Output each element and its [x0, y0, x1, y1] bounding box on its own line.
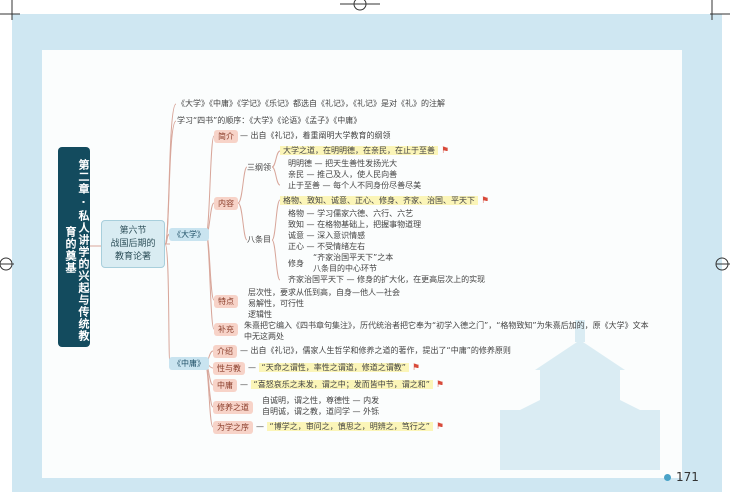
batiaomu-head: 格物、致知、诚意、正心、修身、齐家、治国、平天下⚑ — [280, 195, 489, 207]
feature-3: 逻辑性 — [248, 310, 272, 319]
daxue-content-label: 内容 — [214, 197, 238, 210]
batiaomu-item-1: 格物 — 学习儒家六德、六行、六艺 — [288, 209, 414, 218]
sangang-label: 三纲领 — [247, 163, 271, 172]
feature-1: 层次性，要求从低到高，自身—他人—社会 — [248, 288, 400, 297]
xiushen-item-1: “齐家治国平天下”之本 — [313, 253, 394, 262]
flag-icon: ⚑ — [441, 146, 450, 156]
section-title-line1: 战国后期的 — [110, 239, 156, 249]
xuewen-text: — “博学之，审问之，慎思之，明辨之，笃行之”⚑ — [256, 422, 444, 432]
zy-text: — “喜怒哀乐之未发，谓之中；发而皆中节，谓之和”⚑ — [240, 380, 444, 390]
zhongyong-intro-label: 介绍 — [213, 345, 237, 358]
xiushen-item-2: 八条目的中心环节 — [313, 264, 377, 273]
page-dot-icon — [664, 473, 671, 481]
flag-icon: ⚑ — [435, 380, 444, 390]
xuewen-value: “博学之，审问之，慎思之，明辨之，笃行之” — [266, 422, 433, 431]
daxue-intro-label: 简介 — [214, 130, 238, 143]
sangang-item-1: 明明德 — 把天生善性发扬光大 — [288, 159, 398, 168]
daxue-features-label: 特点 — [214, 295, 238, 308]
section-title-line2: 教育论著 — [114, 252, 151, 262]
flag-icon: ⚑ — [435, 422, 444, 432]
batiaomu-item-4: 正心 — 不受情绪左右 — [288, 242, 366, 251]
zy-value: “喜怒哀乐之未发，谓之中；发而皆中节，谓之和” — [250, 380, 433, 389]
page-number: 171 — [664, 470, 699, 484]
xingjiao-value: “天命之谓性，率性之谓道，修道之谓教” — [258, 363, 409, 372]
chapter-title-bar: 第二章 · 私人讲学的兴起与传统教育的奠基 — [58, 147, 90, 347]
xuewen-label: 为学之序 — [213, 421, 253, 434]
sangang-head: 大学之道，在明明德，在亲民，在止于至善⚑ — [280, 145, 449, 157]
batiaomu-item-3: 诚意 — 深入意识情感 — [288, 231, 366, 240]
daxue-intro-text: — 出自《礼记》，着重阐明大学教育的纲领 — [240, 131, 391, 140]
batiaomu-item-2: 致知 — 在格物基础上，把握事物道理 — [288, 220, 422, 229]
page-number-text: 171 — [676, 470, 699, 484]
xiuyang-item-2: 自明诚，谓之教，道问学 — 外铄 — [262, 407, 380, 416]
flag-icon: ⚑ — [481, 196, 490, 206]
sangang-item-3: 止于至善 — 每个人不同身份尽善尽美 — [288, 181, 422, 190]
zhongyong-intro-value: 出自《礼记》，儒家人生哲学和修养之道的著作，提出了“中庸”的修养原则 — [250, 346, 511, 355]
batiaomu-tail: 齐家治国平天下 — 修身的扩大化，在更高层次上的实现 — [288, 275, 486, 284]
feature-2: 易解性，可行性 — [248, 299, 304, 308]
daxue-intro-value: 出自《礼记》，着重阐明大学教育的纲领 — [250, 131, 391, 140]
supplement-line-1: 朱熹把它编入《四书章句集注》，历代统治者把它奉为“初学入德之门”，“格物致知”为… — [244, 321, 649, 330]
xingjiao-label: 性与教 — [213, 362, 245, 375]
flag-icon: ⚑ — [411, 363, 420, 373]
section-number: 第六节 — [119, 226, 147, 236]
zhongyong-intro-text: — 出自《礼记》，儒家人生哲学和修养之道的著作，提出了“中庸”的修养原则 — [240, 346, 511, 355]
sangang-head-text: 大学之道，在明明德，在亲民，在止于至善 — [280, 146, 438, 155]
zy-label: 中庸 — [213, 379, 237, 392]
top-note-1: 《大学》《中庸》《学记》《乐记》都选自《礼记》，《礼记》是对《礼》的注解 — [177, 99, 445, 108]
supplement-line-2: 中无这两处 — [244, 332, 284, 341]
xingjiao-text: — “天命之谓性，率性之谓道，修道之谓教”⚑ — [248, 363, 420, 373]
xiushen-label: 修身 — [288, 259, 304, 268]
zhongyong-node: 《中庸》 — [169, 357, 209, 370]
daxue-supplement-label: 补充 — [214, 323, 238, 336]
sangang-item-2: 亲民 — 推己及人，使人民向善 — [288, 170, 398, 179]
batiaomu-label: 八条目 — [247, 235, 271, 244]
top-note-2: 学习“四书”的顺序：《大学》《论语》《孟子》《中庸》 — [177, 116, 362, 125]
section-box: 第六节 战国后期的 教育论著 — [101, 220, 165, 268]
daxue-node: 《大学》 — [169, 228, 209, 241]
skyline-illustration — [500, 320, 660, 470]
batiaomu-head-text: 格物、致知、诚意、正心、修身、齐家、治国、平天下 — [280, 196, 478, 205]
xiuyang-item-1: 自诚明，谓之性，尊德性 — 内发 — [262, 396, 380, 405]
xiuyang-label: 修养之道 — [213, 401, 253, 414]
